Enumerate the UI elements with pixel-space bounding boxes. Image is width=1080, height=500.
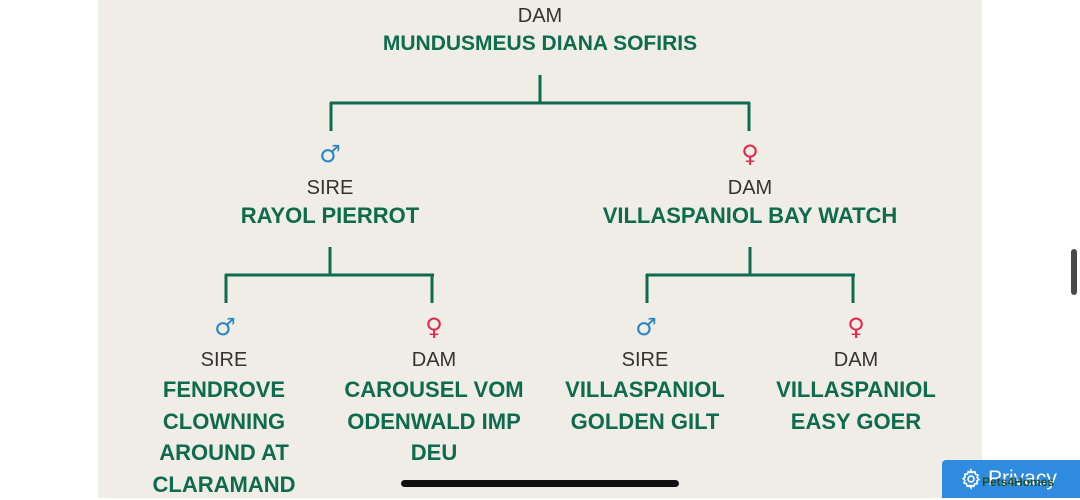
scrollbar-thumb[interactable] xyxy=(1071,249,1077,295)
dam-sire-role: SIRE xyxy=(545,349,745,372)
sire-role: SIRE xyxy=(230,177,430,200)
male-symbol-icon: ♂ xyxy=(626,315,666,339)
name-line: AROUND AT xyxy=(124,437,324,469)
sire-dam-name[interactable]: CAROUSEL VOM ODENWALD IMP DEU xyxy=(324,374,544,469)
name-line: FENDROVE xyxy=(124,374,324,406)
male-symbol-icon: ♂ xyxy=(205,315,245,339)
name-line: EASY GOER xyxy=(746,406,966,438)
root-role: DAM xyxy=(440,5,640,28)
name-line: VILLASPANIOL xyxy=(746,374,966,406)
dam-sire-name[interactable]: VILLASPANIOL GOLDEN GILT xyxy=(535,374,755,437)
name-line: ODENWALD IMP xyxy=(324,406,544,438)
dam-role: DAM xyxy=(650,177,850,200)
name-line: CAROUSEL VOM xyxy=(324,374,544,406)
pets4homes-watermark: Pets4Homes xyxy=(982,475,1054,489)
female-symbol-icon: ♀ xyxy=(836,315,876,339)
sire-name[interactable]: RAYOL PIERROT xyxy=(180,200,480,232)
name-line: CLOWNING xyxy=(124,406,324,438)
dam-name[interactable]: VILLASPANIOL BAY WATCH xyxy=(580,200,920,232)
sire-sire-name[interactable]: FENDROVE CLOWNING AROUND AT CLARAMAND xyxy=(124,374,324,500)
home-indicator[interactable] xyxy=(401,480,679,487)
sire-sire-role: SIRE xyxy=(124,349,324,372)
dam-dam-name[interactable]: VILLASPANIOL EASY GOER xyxy=(746,374,966,437)
name-line: DEU xyxy=(324,437,544,469)
name-line: CLARAMAND xyxy=(124,469,324,500)
male-symbol-icon: ♂ xyxy=(310,142,350,166)
name-line: GOLDEN GILT xyxy=(535,406,755,438)
sire-dam-role: DAM xyxy=(334,349,534,372)
dam-dam-role: DAM xyxy=(756,349,956,372)
name-line: VILLASPANIOL xyxy=(535,374,755,406)
gear-icon xyxy=(960,468,982,490)
female-symbol-icon: ♀ xyxy=(414,315,454,339)
female-symbol-icon: ♀ xyxy=(730,142,770,166)
root-name[interactable]: MUNDUSMEUS DIANA SOFIRIS xyxy=(340,28,740,60)
